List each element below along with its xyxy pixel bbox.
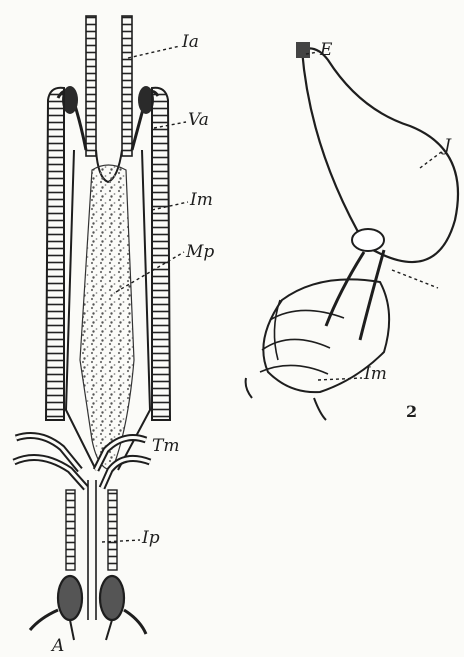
curled-body [246,229,390,420]
figure-2-specimen [246,42,458,420]
label-tm: Tm [152,438,179,455]
label-ia: Ia [182,34,199,51]
leader-lines-2 [306,52,444,380]
label-va: Va [188,112,209,129]
label-e: E [320,42,332,59]
figure-number: 2 [406,404,417,420]
label-im-left: Im [190,192,213,209]
label-j: J [444,138,451,155]
food-mass [80,165,134,470]
figure-1-section [14,16,188,640]
label-mp: Mp [186,244,214,261]
label-ip: Ip [142,530,160,547]
anterior-tube [86,16,132,156]
label-im-right: Im [364,366,387,383]
sac [302,48,458,262]
label-a: A [52,638,64,655]
